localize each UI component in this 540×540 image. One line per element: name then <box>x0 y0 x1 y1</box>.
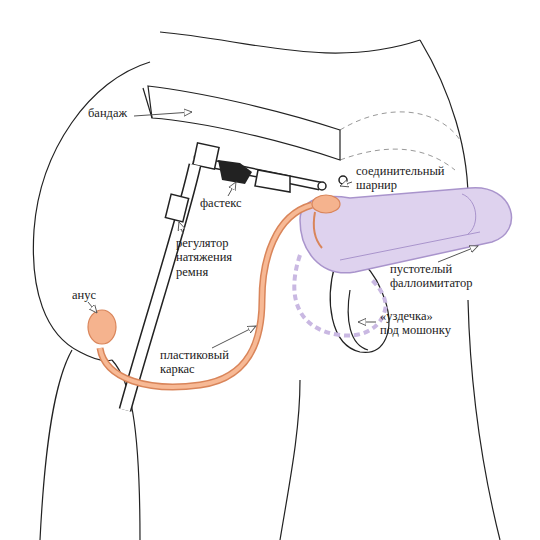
part-label: бандаж <box>88 106 148 120</box>
part-label: пластиковый каркас <box>160 348 236 377</box>
part-label: пустотелый фаллоимитатор <box>390 262 482 291</box>
plastic-frame <box>88 195 340 387</box>
scrotum <box>330 265 389 352</box>
part-label: соединительный шарнир <box>356 164 452 193</box>
part-label: «уздечка» под мошонку <box>380 309 454 338</box>
leader-lines <box>88 112 478 348</box>
hollow-phallus <box>300 188 511 273</box>
part-label: анус <box>72 288 112 302</box>
part-label: регулятор натяжения ремня <box>176 236 240 279</box>
part-label: фастекс <box>200 196 260 210</box>
body-outline <box>33 32 500 540</box>
bandage <box>143 86 460 170</box>
